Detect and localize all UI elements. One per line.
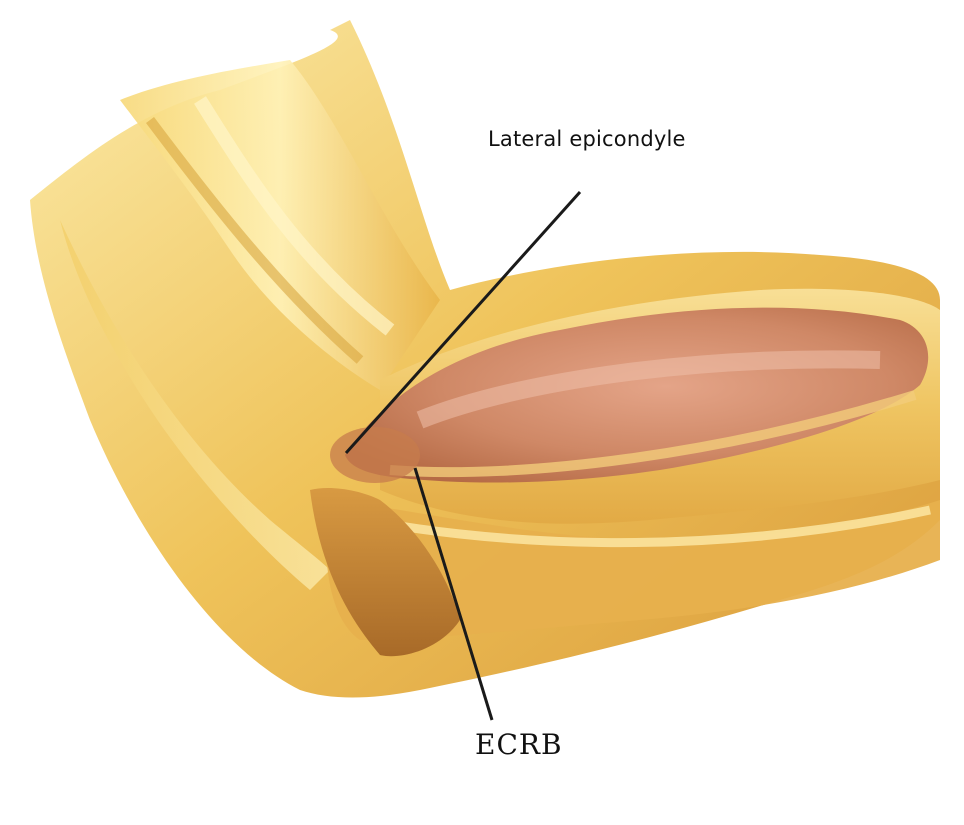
lateral-epicondyle-region	[330, 427, 420, 483]
lateral-epicondyle-label: Lateral epicondyle	[488, 127, 686, 151]
ecrb-label: ECRB	[475, 728, 563, 761]
